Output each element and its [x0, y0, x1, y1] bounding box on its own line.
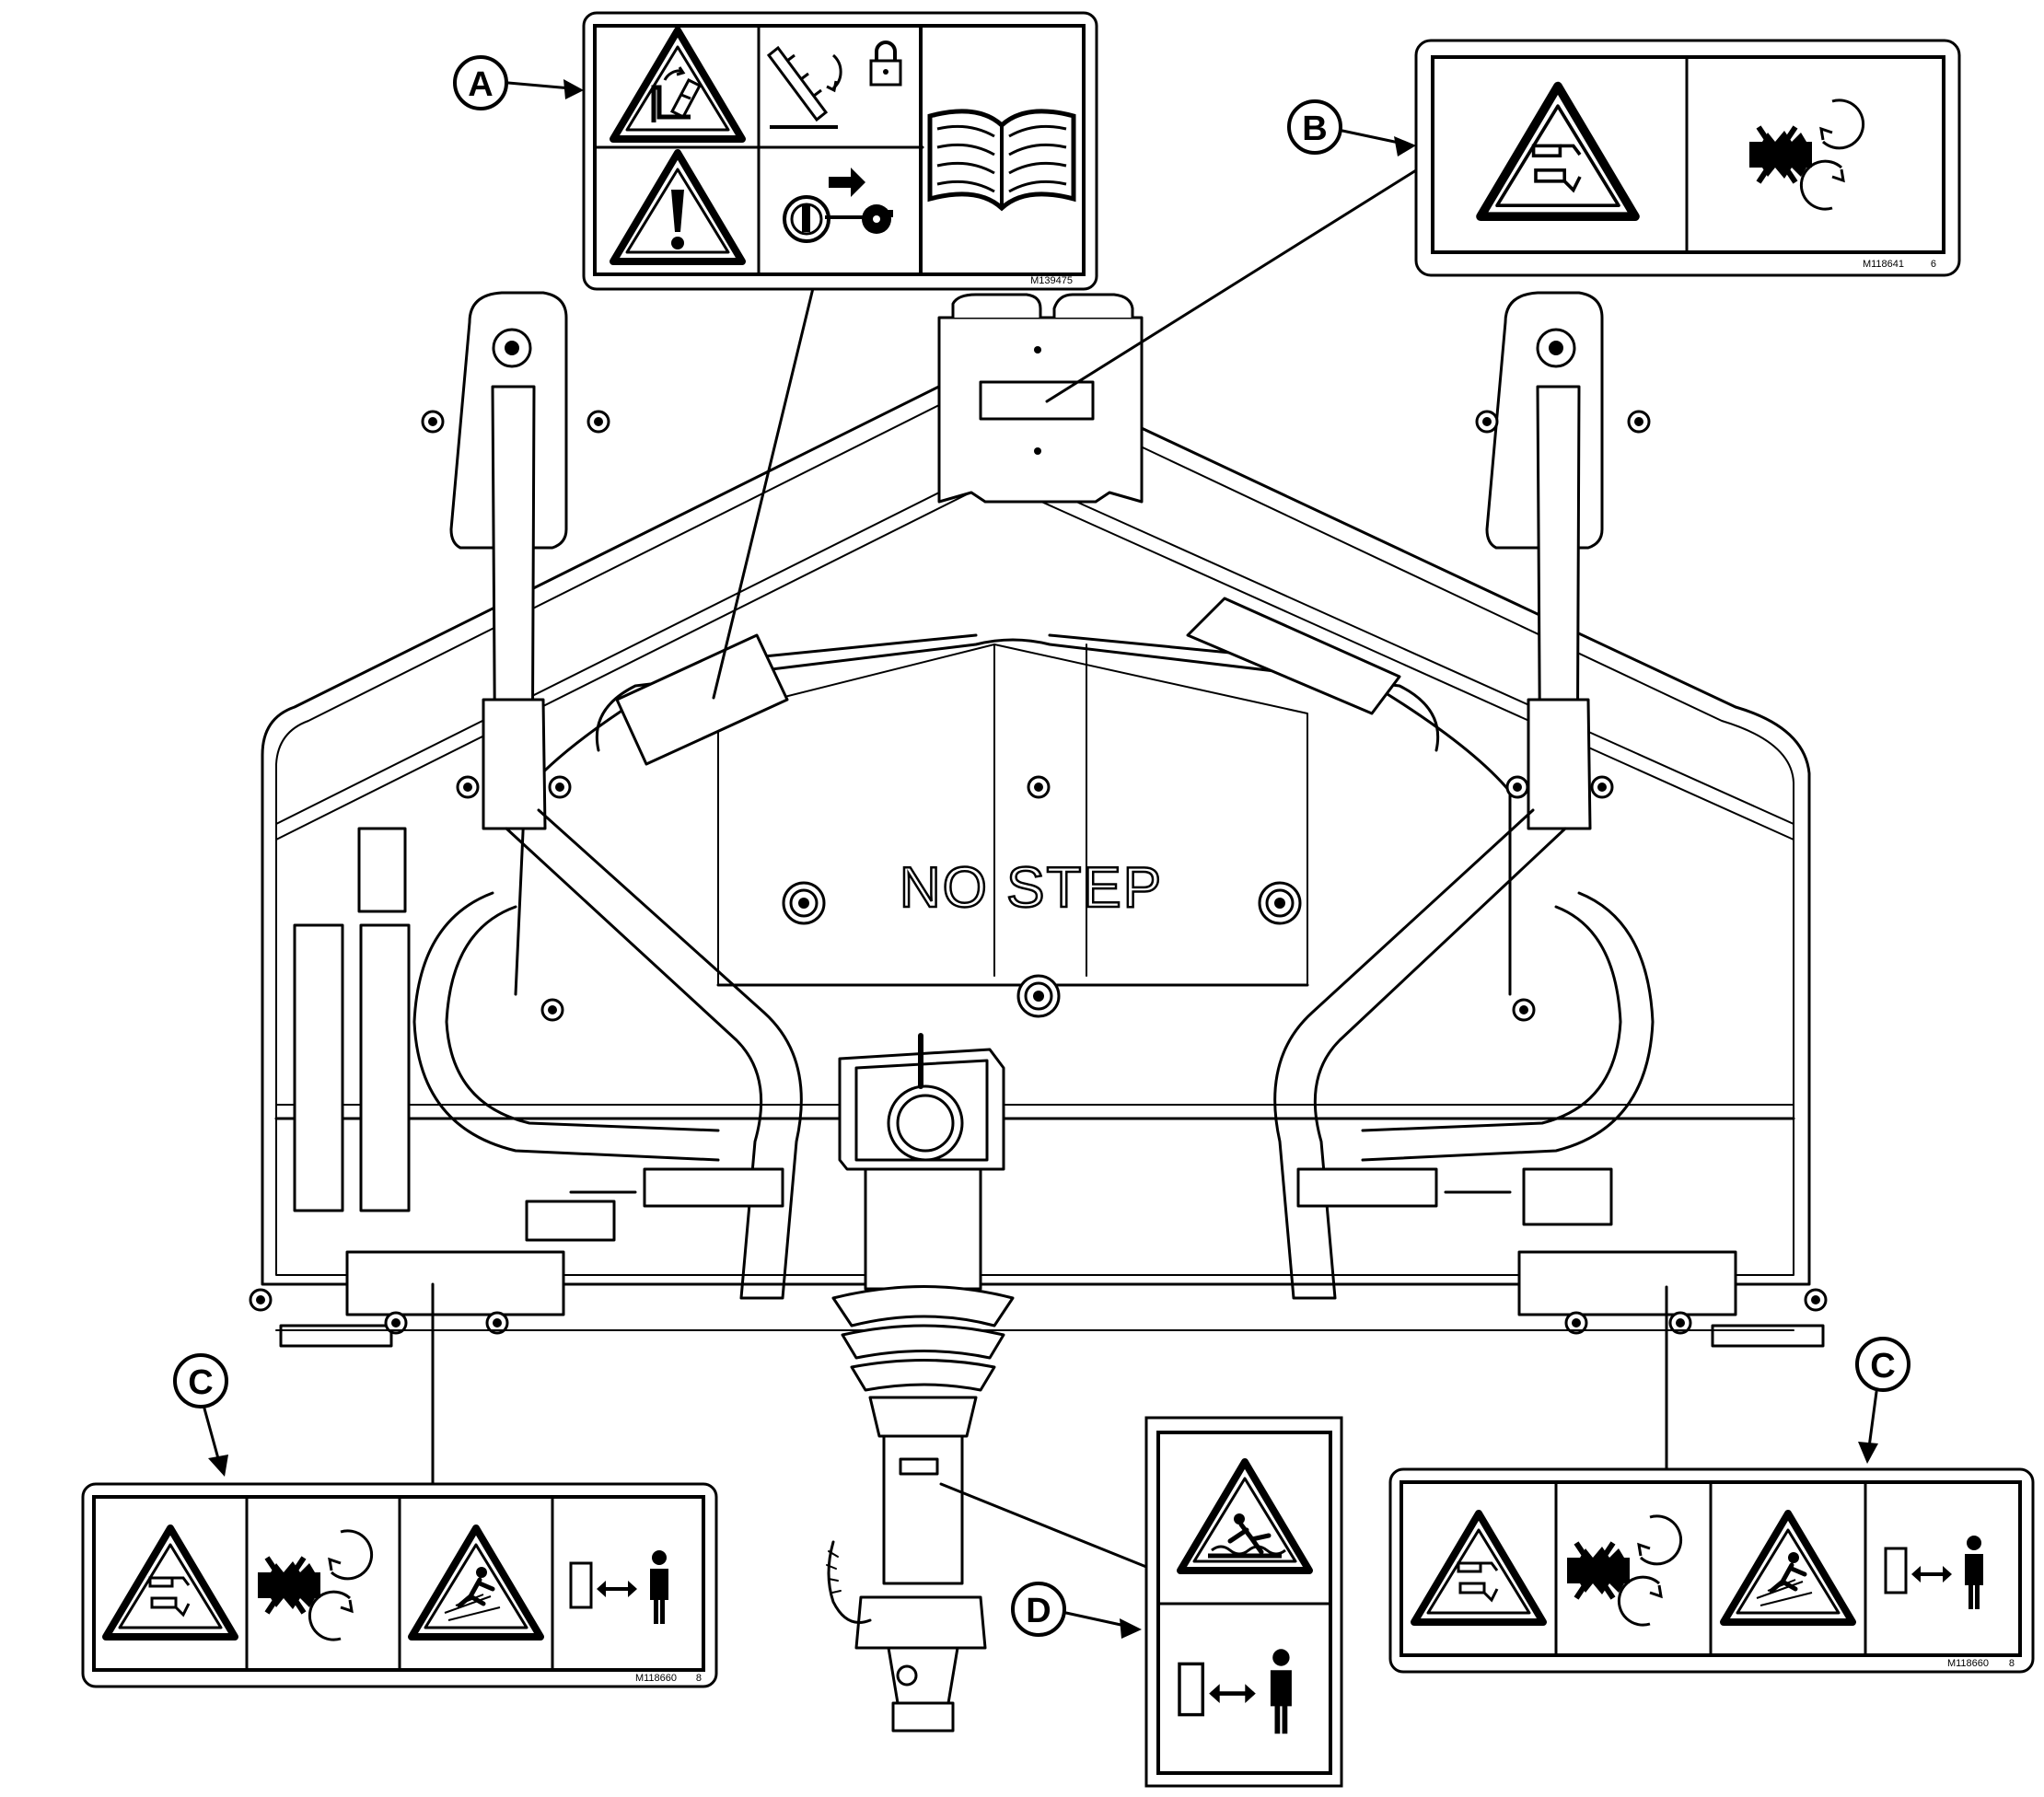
- remove-key-icon: [783, 168, 893, 243]
- callout-c-left: C: [173, 1353, 228, 1477]
- no-step-label: NO STEP: [900, 856, 1163, 920]
- decal-c-right: M118660 8: [1388, 1467, 2035, 1674]
- svg-text:C: C: [1870, 1347, 1895, 1385]
- svg-text:D: D: [1026, 1592, 1051, 1630]
- mower-deck: NO STEP: [249, 291, 1828, 1733]
- decal-b-revision: 6: [1931, 259, 1936, 270]
- svg-text:C: C: [188, 1363, 213, 1402]
- decal-b: M118641 6: [1414, 39, 1961, 277]
- decal-b-part-number: M118641: [1863, 259, 1904, 270]
- decal-c-right-revision: 8: [2009, 1658, 2015, 1669]
- lower-lock-icon: [766, 41, 902, 129]
- callout-a: A: [453, 55, 584, 110]
- decal-c-left: M118660 8: [81, 1482, 718, 1688]
- decal-a-part-number: M139475: [1030, 275, 1073, 286]
- decal-d: [1144, 1416, 1343, 1788]
- callout-b: B: [1287, 99, 1416, 157]
- decal-c-left-revision: 8: [696, 1673, 702, 1684]
- leader-lines: [431, 168, 1668, 1569]
- decal-c-right-part-number: M118660: [1947, 1658, 1989, 1669]
- decal-c-left-part-number: M118660: [635, 1673, 677, 1684]
- manual-icon: [927, 109, 1076, 212]
- svg-text:B: B: [1302, 110, 1327, 148]
- callout-d: D: [1011, 1582, 1142, 1639]
- svg-text:A: A: [468, 65, 493, 104]
- callout-c-right: C: [1855, 1337, 1910, 1464]
- decal-a: M139475: [582, 11, 1098, 291]
